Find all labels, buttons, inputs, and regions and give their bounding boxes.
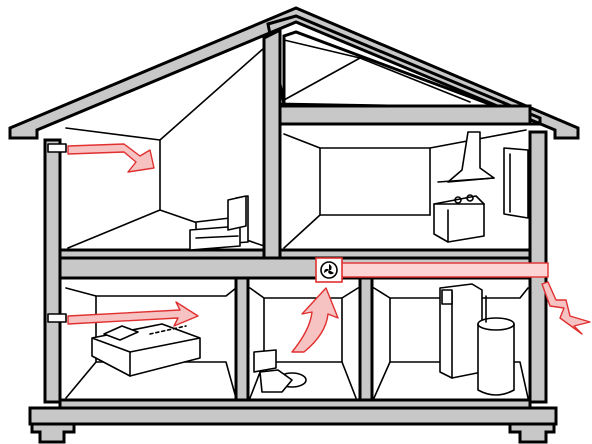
armchair	[189, 195, 249, 251]
range-hood	[447, 131, 495, 183]
supply-arrow-lower	[67, 301, 199, 327]
floor-lower	[58, 398, 532, 410]
bedroom-lower-ceiling	[65, 287, 237, 297]
bathroom-extract-arrow	[291, 287, 339, 353]
lower-wall-left	[234, 276, 250, 410]
center-wall-upper	[262, 27, 282, 264]
floor-upper-right	[278, 248, 532, 260]
window	[503, 147, 529, 219]
ground-floor-slab	[28, 406, 558, 426]
floor-upper-left	[58, 248, 266, 260]
footing-right	[508, 422, 556, 444]
fan-icon	[320, 261, 338, 279]
supply-vent-lower	[47, 313, 67, 323]
house-structure	[8, 6, 580, 444]
exhaust-duct	[339, 262, 549, 278]
footing-left	[30, 422, 76, 444]
supply-arrow-upper	[67, 143, 155, 173]
toilet	[253, 349, 307, 393]
bedroom-upper-corner	[65, 127, 161, 249]
airflow	[67, 143, 591, 353]
kitchen-ceiling	[283, 129, 527, 149]
kitchen-appliances	[433, 131, 529, 243]
lower-wall-right	[358, 276, 374, 410]
bathroom-ceiling	[249, 287, 359, 299]
utility-appliances	[439, 283, 515, 396]
attic-floor-slab	[278, 104, 532, 126]
stove	[433, 195, 485, 243]
exhaust-outlet-arrow	[541, 281, 591, 335]
bed	[91, 323, 201, 377]
roof	[8, 6, 580, 140]
supply-vent-upper	[47, 143, 67, 153]
left-exterior-wall	[43, 138, 62, 404]
